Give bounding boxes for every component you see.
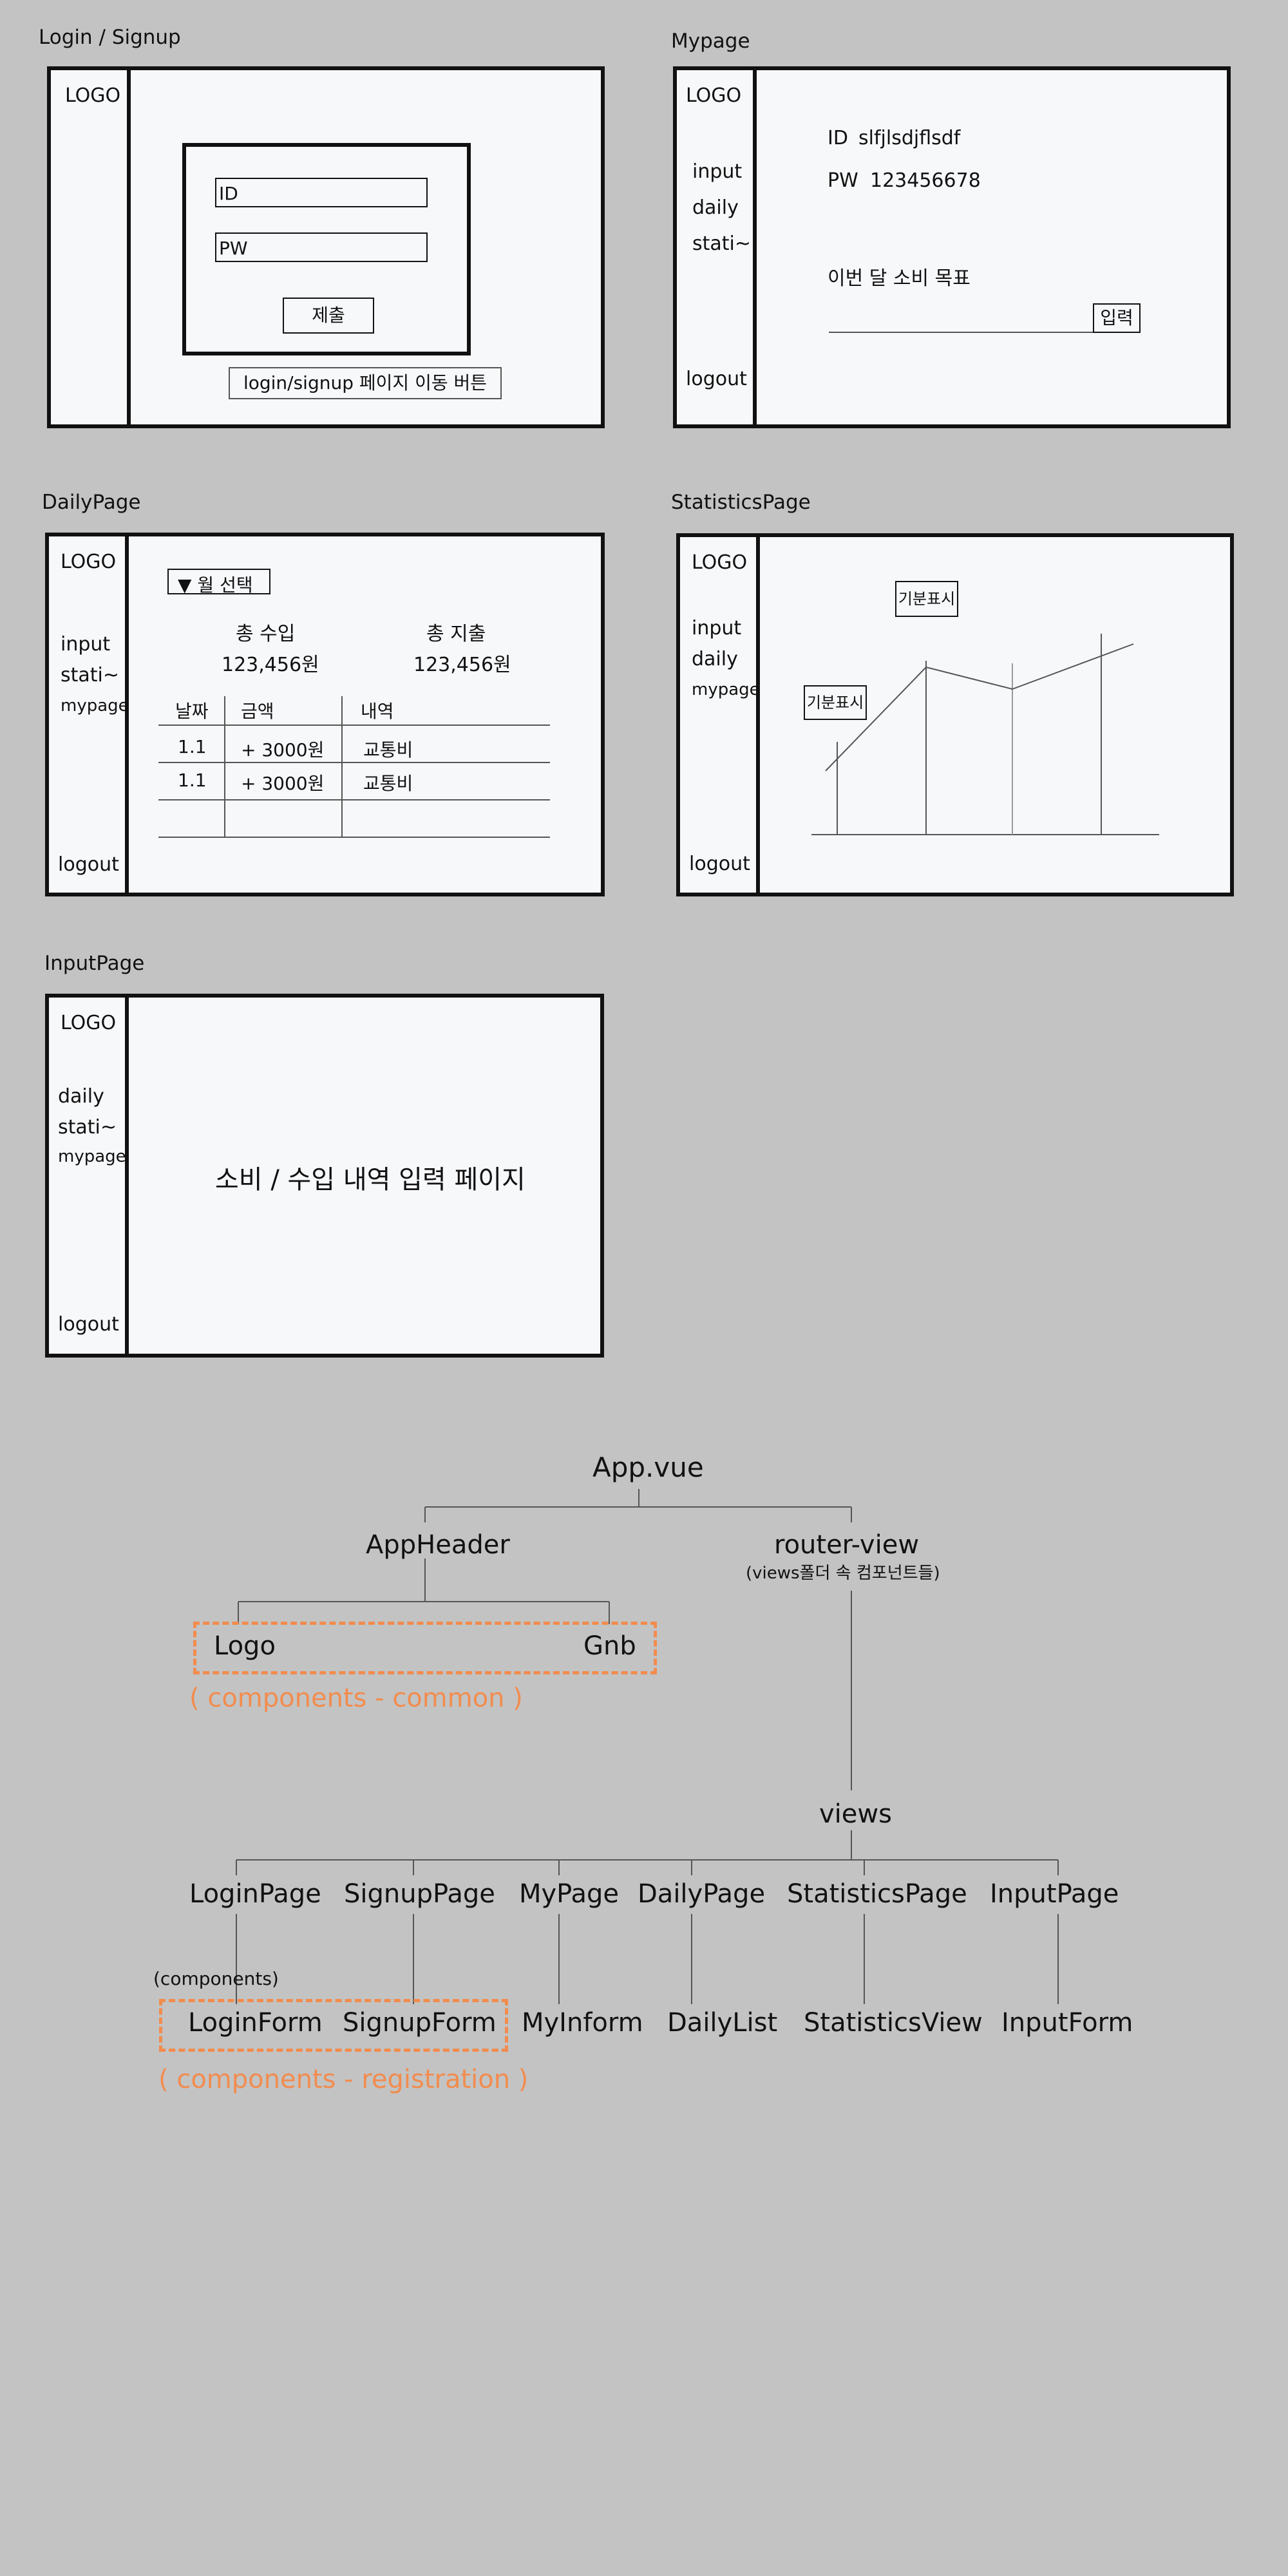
total-income-label: 총 수입 xyxy=(236,623,296,645)
login-wireframe: LOGO ID PW 제출 login/signup 페이지 이동 버튼 xyxy=(47,66,605,428)
spending-goal-underline xyxy=(829,332,1138,333)
daily-wireframe: LOGO input stati~ mypage logout ▼ 월 선택 총… xyxy=(45,533,605,896)
logout-link[interactable]: logout xyxy=(58,853,119,876)
component-tree-connectors xyxy=(236,1489,1059,2004)
input-wireframe-title: InputPage xyxy=(44,952,145,975)
table-header-detail: 내역 xyxy=(361,701,394,722)
tree-page-dailypage: DailyPage xyxy=(638,1879,766,1909)
nav-daily[interactable]: daily xyxy=(692,648,738,670)
daily-wireframe-title: DailyPage xyxy=(42,491,141,514)
mypage-wireframe-title: Mypage xyxy=(671,30,750,53)
tree-node-gnb: Gnb xyxy=(583,1631,636,1661)
components-registration-label: ( components - registration ) xyxy=(158,2065,529,2094)
tree-page-inputpage: InputPage xyxy=(990,1879,1119,1909)
nav-mypage[interactable]: mypage xyxy=(692,680,760,699)
logout-link[interactable]: logout xyxy=(689,853,750,875)
components-note: (components) xyxy=(153,1968,279,1989)
tree-page-signuppage: SignupPage xyxy=(344,1879,495,1909)
mypage-sidebar: LOGO input daily stati~ logout xyxy=(677,70,757,424)
nav-daily[interactable]: daily xyxy=(692,196,739,219)
pw-field[interactable]: PW xyxy=(215,232,428,262)
input-wireframe: LOGO daily stati~ mypage logout 소비 / 수입 … xyxy=(45,994,604,1358)
total-expense-value: 123,456원 xyxy=(413,654,511,676)
tree-child-statisticsview: StatisticsView xyxy=(804,2008,983,2038)
goal-input-button[interactable]: 입력 xyxy=(1093,303,1141,333)
mypage-id-value: slfjlsdjflsdf xyxy=(858,127,961,149)
components-registration-group xyxy=(159,1999,508,2052)
components-common-group xyxy=(193,1622,657,1674)
nav-input[interactable]: input xyxy=(61,633,111,656)
spending-goal-label: 이번 달 소비 목표 xyxy=(828,267,971,290)
tree-child-signupform: SignupForm xyxy=(343,2008,497,2038)
month-select[interactable]: ▼ 월 선택 xyxy=(167,569,270,596)
submit-button[interactable]: 제출 xyxy=(283,298,374,334)
mypage-id-label: ID xyxy=(828,127,848,149)
daily-sidebar: LOGO input stati~ mypage logout xyxy=(49,536,129,893)
tree-child-myinform: MyInform xyxy=(522,2008,643,2038)
mypage-pw-value: 123456678 xyxy=(870,169,981,192)
nav-input[interactable]: input xyxy=(692,617,742,639)
logout-link[interactable]: logout xyxy=(58,1313,119,1336)
nav-statistics[interactable]: stati~ xyxy=(61,664,120,687)
total-expense-label: 총 지출 xyxy=(426,623,486,645)
nav-statistics[interactable]: stati~ xyxy=(58,1116,117,1139)
tree-child-dailylist: DailyList xyxy=(667,2008,778,2038)
login-signup-nav-button[interactable]: login/signup 페이지 이동 버튼 xyxy=(229,367,502,399)
table-header-amount: 금액 xyxy=(241,701,274,722)
statistics-logo: LOGO xyxy=(692,551,748,574)
nav-mypage[interactable]: mypage xyxy=(58,1147,126,1166)
tree-router-note: (views폴더 속 컴포넌트들) xyxy=(746,1564,940,1583)
nav-daily[interactable]: daily xyxy=(58,1085,104,1108)
tree-root-app-vue: App.vue xyxy=(592,1452,704,1483)
components-common-label: ( components - common ) xyxy=(189,1683,523,1713)
tree-child-loginform: LoginForm xyxy=(188,2008,323,2038)
logout-link[interactable]: logout xyxy=(686,368,747,390)
login-wireframe-title: Login / Signup xyxy=(39,26,181,49)
tree-page-loginpage: LoginPage xyxy=(189,1879,321,1909)
mypage-pw-label: PW xyxy=(828,169,858,192)
tree-node-views: views xyxy=(819,1799,892,1829)
tree-node-appheader: AppHeader xyxy=(366,1530,510,1560)
input-sidebar: LOGO daily stati~ mypage logout xyxy=(49,998,129,1354)
login-logo: LOGO xyxy=(65,84,121,107)
statistics-line-graph xyxy=(811,634,1159,835)
input-page-center-text: 소비 / 수입 내역 입력 페이지 xyxy=(215,1165,526,1195)
tree-page-mypage: MyPage xyxy=(519,1879,620,1909)
statistics-wireframe-title: StatisticsPage xyxy=(671,491,811,514)
input-logo: LOGO xyxy=(61,1012,117,1034)
id-field[interactable]: ID xyxy=(215,178,428,207)
nav-statistics[interactable]: stati~ xyxy=(692,232,752,255)
tree-node-router-view: router-view xyxy=(774,1530,920,1560)
statistics-sidebar: LOGO input daily mypage logout xyxy=(680,537,760,893)
mypage-logo: LOGO xyxy=(686,84,742,107)
mood-tooltip: 기분표시 xyxy=(804,685,867,720)
login-form-box: ID PW 제출 xyxy=(182,143,471,355)
nav-input[interactable]: input xyxy=(692,160,743,183)
login-sidebar: LOGO xyxy=(51,70,131,424)
total-income-value: 123,456원 xyxy=(222,654,319,676)
tree-child-inputform: InputForm xyxy=(1001,2008,1133,2038)
mypage-wireframe: LOGO input daily stati~ logout ID slfjls… xyxy=(673,66,1231,428)
mood-tooltip: 기분표시 xyxy=(895,581,958,617)
nav-mypage[interactable]: mypage xyxy=(61,696,129,715)
tree-page-statisticspage: StatisticsPage xyxy=(787,1879,967,1909)
statistics-wireframe: LOGO input daily mypage logout 기분표시 기분표시 xyxy=(676,533,1234,896)
tree-node-logo: Logo xyxy=(214,1631,276,1661)
daily-logo: LOGO xyxy=(61,551,117,573)
table-header-date: 날짜 xyxy=(175,701,209,722)
